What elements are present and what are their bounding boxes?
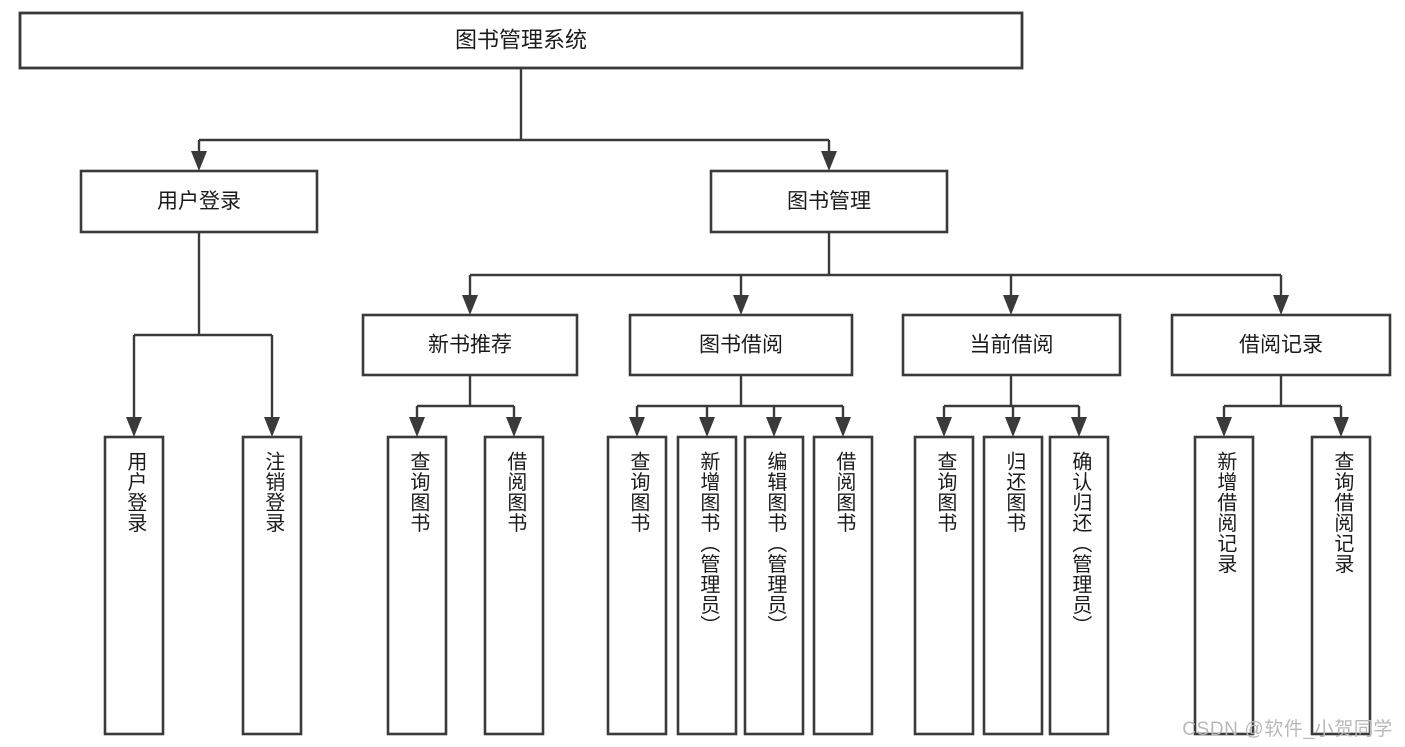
node-label-user-login: 用户登录 xyxy=(157,190,241,213)
node-box-leaf-return-book[interactable] xyxy=(982,435,1044,736)
node-box-leaf-edit-book-admin[interactable] xyxy=(743,435,805,736)
arrow-head-icon xyxy=(1071,417,1087,437)
node-label-current-borrow: 当前借阅 xyxy=(970,334,1054,357)
arrow-head-icon xyxy=(1273,295,1289,315)
arrow-head-icon xyxy=(409,417,425,437)
node-label-root: 图书管理系统 xyxy=(455,27,587,52)
node-box-leaf-borrow-book-rec[interactable] xyxy=(483,435,545,736)
node-label-book-management: 图书管理 xyxy=(787,190,871,213)
arrow-head-icon xyxy=(506,417,522,437)
node-box-leaf-user-logout[interactable] xyxy=(241,435,303,736)
node-box-leaf-query-book-borrow[interactable] xyxy=(606,435,668,736)
node-box-current-borrow[interactable] xyxy=(901,313,1122,377)
arrow-head-icon xyxy=(821,151,837,171)
arrow-head-icon xyxy=(629,417,645,437)
node-label-borrow-record: 借阅记录 xyxy=(1239,334,1323,357)
arrow-head-icon xyxy=(1216,417,1232,437)
arrow-head-icon xyxy=(1333,417,1349,437)
arrow-head-icon xyxy=(264,417,280,437)
arrow-head-icon xyxy=(462,295,478,315)
node-box-leaf-query-borrow-record[interactable] xyxy=(1310,435,1372,736)
arrow-head-icon xyxy=(733,295,749,315)
arrow-head-icon xyxy=(936,417,952,437)
node-box-leaf-add-book-admin[interactable] xyxy=(676,435,738,736)
node-box-leaf-user-login[interactable] xyxy=(103,435,165,736)
node-box-root[interactable] xyxy=(18,11,1024,70)
node-box-leaf-query-book-rec[interactable] xyxy=(386,435,448,736)
node-box-book-borrow[interactable] xyxy=(628,313,854,377)
node-box-user-login[interactable] xyxy=(79,169,319,234)
node-label-book-borrow: 图书借阅 xyxy=(699,334,783,357)
arrow-head-icon xyxy=(699,417,715,437)
arrow-head-icon xyxy=(126,417,142,437)
arrow-head-icon xyxy=(1003,295,1019,315)
arrow-head-icon xyxy=(835,417,851,437)
node-box-book-management[interactable] xyxy=(709,169,949,234)
node-label-new-book-recommend: 新书推荐 xyxy=(428,334,512,357)
node-box-leaf-add-borrow-record[interactable] xyxy=(1193,435,1255,736)
arrow-head-icon xyxy=(1005,417,1021,437)
arrow-head-icon xyxy=(766,417,782,437)
arrow-head-icon xyxy=(191,151,207,171)
connectors-layer xyxy=(126,68,1349,437)
node-box-leaf-confirm-return-admin[interactable] xyxy=(1048,435,1110,736)
node-box-new-book-recommend[interactable] xyxy=(361,313,579,377)
node-box-leaf-query-book-current[interactable] xyxy=(913,435,975,736)
node-box-leaf-borrow-book[interactable] xyxy=(812,435,874,736)
node-box-borrow-record[interactable] xyxy=(1170,313,1392,377)
